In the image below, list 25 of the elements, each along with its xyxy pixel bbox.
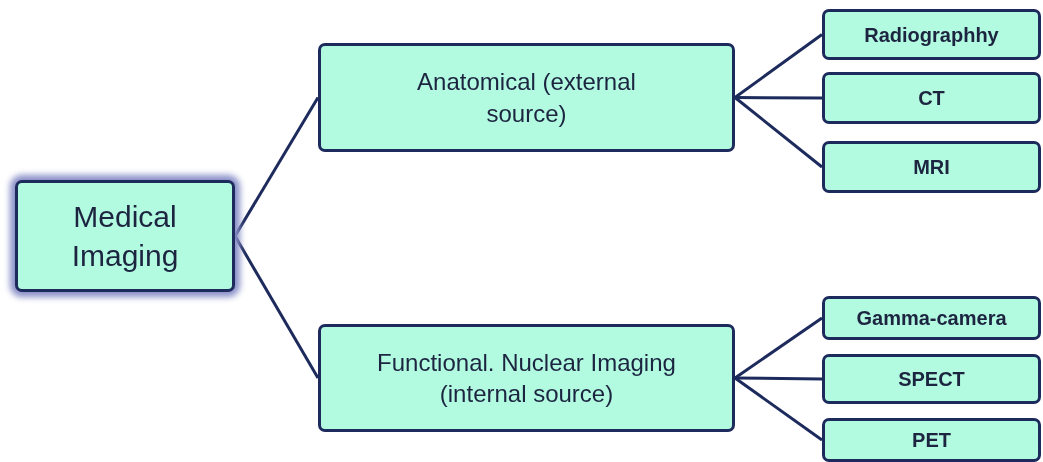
node-label: Functional. Nuclear Imaging (internal source) xyxy=(376,347,677,409)
connector-line xyxy=(734,316,823,380)
category-box xyxy=(318,43,735,152)
connector-line xyxy=(233,235,320,379)
connector-line xyxy=(734,33,823,99)
node-label: Medical Imaging xyxy=(70,199,180,274)
leaf-box xyxy=(822,296,1041,340)
node-label: Gamma-camera xyxy=(856,306,1007,331)
leaf-box xyxy=(822,141,1041,193)
node-label: Anatomical (external source) xyxy=(416,67,637,129)
root-box xyxy=(15,180,235,292)
node-label: PET xyxy=(912,428,951,453)
node-label: CT xyxy=(918,86,945,111)
connector-line xyxy=(233,96,320,237)
node-label: SPECT xyxy=(898,367,965,392)
leaf-box xyxy=(822,418,1041,462)
leaf-box xyxy=(822,354,1041,404)
leaf-box xyxy=(822,72,1041,124)
category-box xyxy=(318,324,735,432)
node-label: Radiographhy xyxy=(864,22,999,48)
leaf-box xyxy=(822,9,1041,60)
connector-line xyxy=(735,376,822,381)
node-label: MRI xyxy=(913,155,950,180)
connector-line xyxy=(734,376,823,442)
connector-line xyxy=(735,96,822,100)
